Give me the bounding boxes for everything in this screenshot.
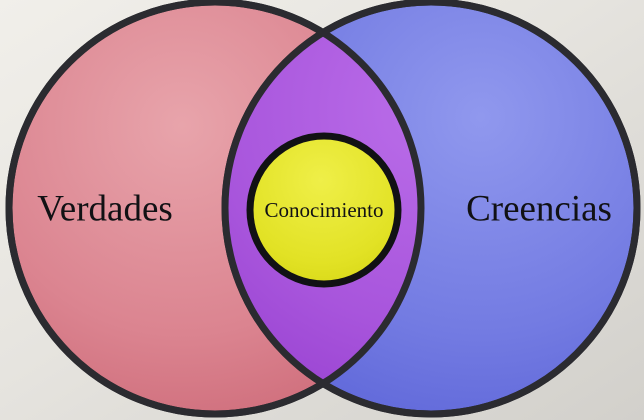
set-label-right: Creencias [466, 188, 612, 229]
inner-label-knowledge: Conocimiento [265, 198, 384, 222]
set-outline-left [5, 0, 425, 418]
set-label-left: Verdades [37, 188, 173, 229]
set-outline-right [221, 0, 641, 418]
inner-circle-knowledge [246, 132, 402, 288]
intersection-region [225, 2, 421, 414]
